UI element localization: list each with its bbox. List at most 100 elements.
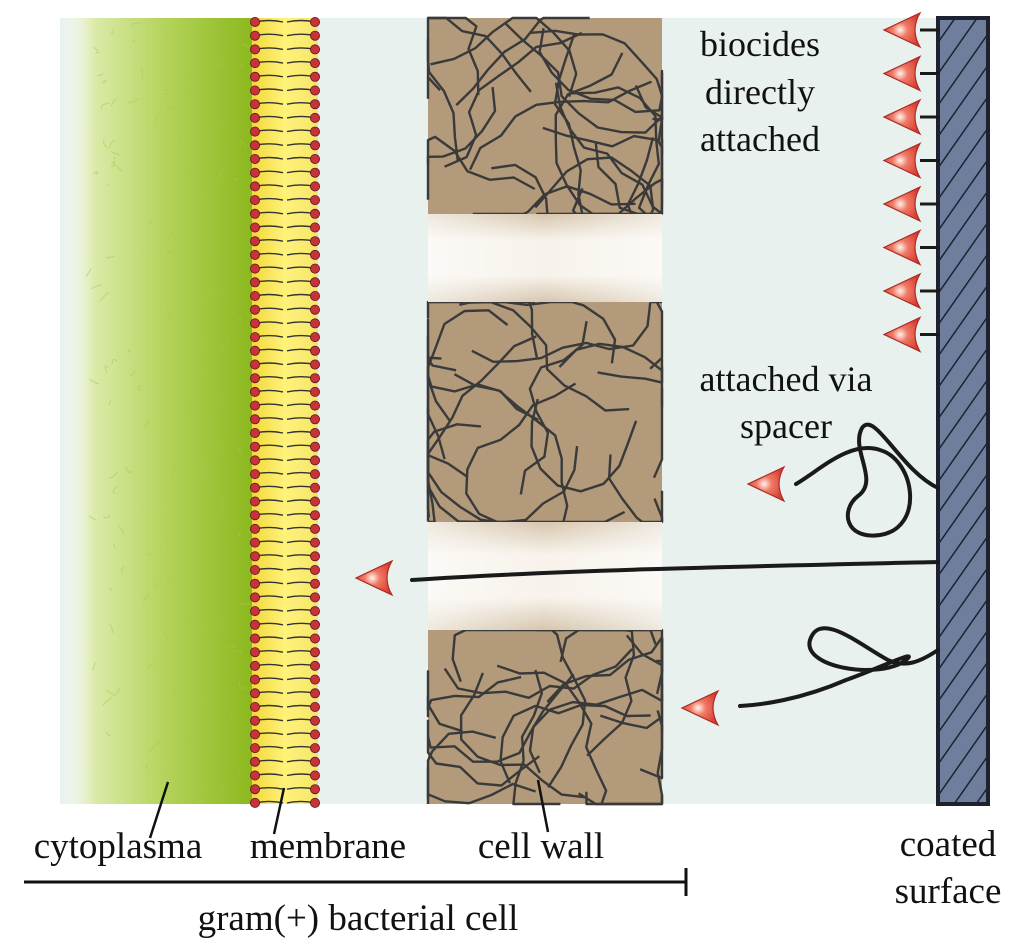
lipid-molecule-icon: [249, 606, 284, 617]
label-cell-wall: cell wall: [478, 826, 604, 867]
lipid-molecule-icon: [286, 702, 320, 713]
lipid-molecule-icon: [286, 578, 320, 589]
lipid-molecule-icon: [249, 140, 284, 151]
label-coated: coated: [900, 824, 997, 865]
lipid-molecule-icon: [286, 126, 320, 137]
lipid-molecule-icon: [286, 345, 320, 356]
label-membrane: membrane: [250, 826, 406, 867]
lipid-molecule-icon: [249, 756, 284, 767]
lipid-molecule-icon: [286, 373, 320, 384]
lipid-molecule-icon: [249, 455, 284, 466]
lipid-molecule-icon: [286, 263, 320, 274]
lipid-molecule-icon: [286, 482, 320, 493]
lipid-molecule-icon: [249, 674, 284, 685]
lipid-molecule-icon: [286, 236, 320, 247]
lipid-molecule-icon: [286, 85, 320, 96]
lipid-molecule-icon: [249, 373, 284, 384]
lipid-molecule-icon: [249, 729, 284, 740]
lipid-molecule-icon: [286, 537, 320, 548]
label-surface: surface: [895, 871, 1002, 912]
lipid-molecule-icon: [249, 702, 284, 713]
lipid-molecule-icon: [286, 441, 320, 452]
lipid-molecule-icon: [249, 71, 284, 82]
lipid-molecule-icon: [249, 565, 284, 576]
lipid-molecule-icon: [286, 606, 320, 617]
lipid-molecule-icon: [249, 537, 284, 548]
lipid-molecule-icon: [249, 263, 284, 274]
lipid-molecule-icon: [249, 112, 284, 123]
lipid-molecule-icon: [249, 249, 284, 260]
cytoplasm-region: [60, 18, 258, 804]
lipid-molecule-icon: [286, 770, 320, 781]
lipid-molecule-icon: [286, 660, 320, 671]
lipid-molecule-icon: [286, 167, 320, 178]
label-spacer: spacer: [740, 406, 832, 446]
lipid-molecule-icon: [249, 715, 284, 726]
lipid-molecule-icon: [286, 195, 320, 206]
spacer-tether-3: [738, 626, 940, 708]
lipid-molecule-icon: [286, 16, 320, 27]
lipid-molecule-icon: [249, 58, 284, 69]
spacer-tether-2: [410, 560, 940, 582]
lipid-molecule-icon: [286, 71, 320, 82]
direct-biocides: [883, 12, 940, 353]
lipid-molecule-icon: [249, 496, 284, 507]
label-attached-via: attached via: [700, 359, 873, 399]
lipid-molecule-icon: [249, 85, 284, 96]
lipid-molecule-icon: [249, 290, 284, 301]
lipid-molecule-icon: [249, 400, 284, 411]
lipid-molecule-icon: [286, 277, 320, 288]
lipid-molecule-icon: [286, 619, 320, 630]
lipid-molecule-icon: [286, 469, 320, 480]
lipid-molecule-icon: [286, 386, 320, 397]
lipid-molecule-icon: [286, 112, 320, 123]
lipid-molecule-icon: [286, 304, 320, 315]
lipid-molecule-icon: [249, 99, 284, 110]
lipid-molecule-icon: [249, 523, 284, 534]
lipid-molecule-icon: [286, 222, 320, 233]
membrane-bilayer: [249, 16, 320, 808]
lipid-molecule-icon: [249, 153, 284, 164]
lipid-molecule-icon: [286, 140, 320, 151]
lipid-molecule-icon: [249, 441, 284, 452]
lipid-molecule-icon: [286, 58, 320, 69]
lipid-molecule-icon: [249, 510, 284, 521]
lipid-molecule-icon: [286, 99, 320, 110]
lipid-molecule-icon: [249, 30, 284, 41]
lipid-molecule-icon: [249, 167, 284, 178]
lipid-molecule-icon: [249, 44, 284, 55]
lipid-molecule-icon: [286, 784, 320, 795]
lipid-molecule-icon: [249, 236, 284, 247]
lipid-molecule-icon: [286, 427, 320, 438]
lipid-molecule-icon: [286, 523, 320, 534]
lipid-molecule-icon: [249, 469, 284, 480]
lipid-molecule-icon: [286, 551, 320, 562]
lipid-molecule-icon: [286, 332, 320, 343]
lipid-molecule-icon: [286, 318, 320, 329]
lipid-molecule-icon: [249, 633, 284, 644]
lipid-molecule-icon: [249, 551, 284, 562]
leader-lines: [148, 779, 550, 839]
lipid-molecule-icon: [286, 359, 320, 370]
coated-surface: [936, 16, 990, 806]
lipid-molecule-icon: [249, 743, 284, 754]
lipid-molecule-icon: [286, 455, 320, 466]
lipid-molecule-icon: [249, 126, 284, 137]
lipid-molecule-icon: [286, 715, 320, 726]
lipid-molecule-icon: [286, 510, 320, 521]
lipid-molecule-icon: [286, 44, 320, 55]
lipid-molecule-icon: [249, 318, 284, 329]
lipid-molecule-icon: [249, 16, 284, 27]
spacer-tethers: [410, 422, 940, 708]
lipid-molecule-icon: [249, 195, 284, 206]
lipid-molecule-icon: [249, 770, 284, 781]
lipid-molecule-icon: [249, 660, 284, 671]
lipid-molecule-icon: [286, 565, 320, 576]
cell-wall: [426, 16, 664, 806]
lipid-molecule-icon: [249, 592, 284, 603]
cell-scale-bar: [24, 868, 688, 896]
lipid-molecule-icon: [286, 249, 320, 260]
lipid-molecule-icon: [286, 729, 320, 740]
label-attached: attached: [700, 119, 820, 159]
